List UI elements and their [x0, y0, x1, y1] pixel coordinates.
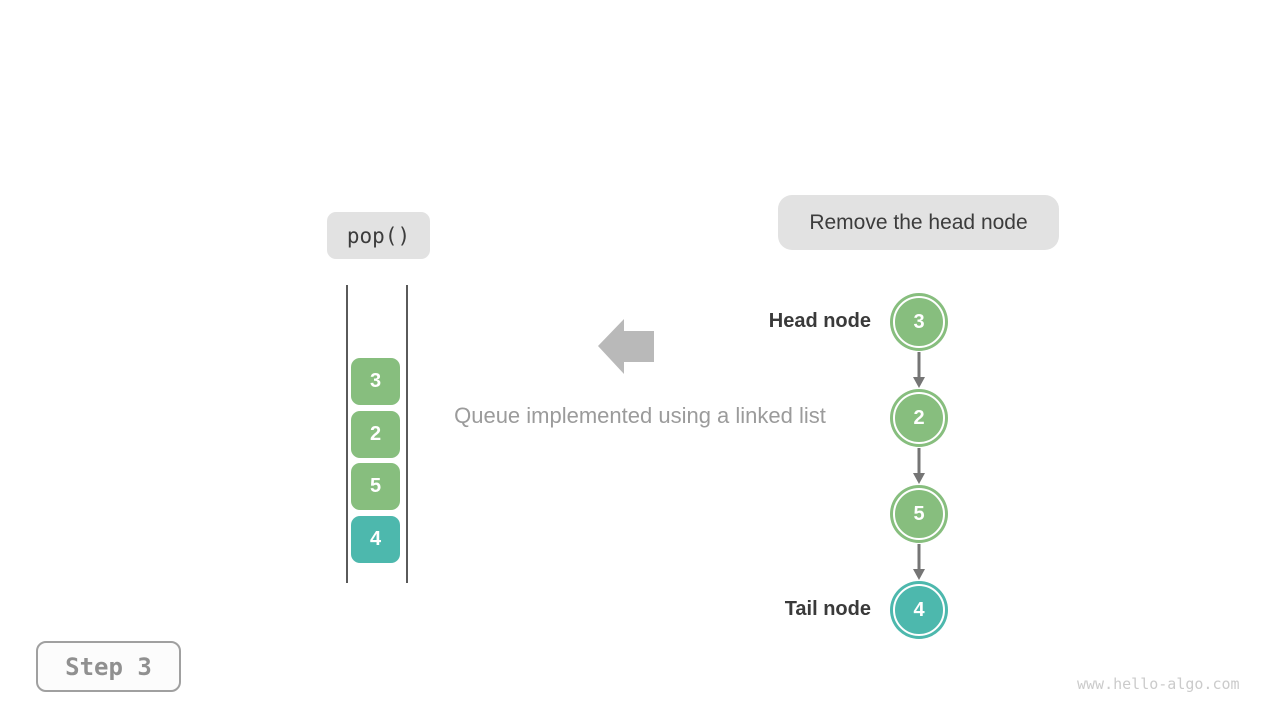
list-node-1: 2: [893, 392, 945, 444]
figure-caption: Queue implemented using a linked list: [454, 403, 826, 428]
queue-rail-left: [346, 285, 348, 583]
arrow-down-icon: [913, 544, 925, 580]
queue-cell-2: 5: [351, 463, 400, 510]
queue-cell-value: 3: [369, 370, 382, 392]
list-node-value: 3: [913, 310, 925, 333]
step-badge-label: Step 3: [65, 652, 152, 681]
tail-node-label: Tail node: [784, 598, 871, 620]
queue-cell-value: 5: [369, 475, 382, 497]
remove-head-annotation-badge: Remove the head node: [778, 195, 1059, 250]
arrow-down-icon: [913, 352, 925, 388]
queue-cell-3: 4: [351, 516, 400, 563]
pop-operation-badge: pop(): [327, 212, 430, 259]
step-badge: Step 3: [36, 641, 181, 692]
queue-rail-right: [406, 285, 408, 583]
left-block-arrow-icon: [598, 319, 654, 374]
watermark: www.hello-algo.com: [1077, 675, 1240, 693]
list-node-3: 4: [893, 584, 945, 636]
queue-cell-1: 2: [351, 411, 400, 458]
queue-cell-value: 4: [369, 528, 382, 550]
list-node-value: 2: [913, 406, 925, 429]
arrow-down-icon: [913, 448, 925, 484]
list-node-value: 4: [913, 598, 925, 621]
list-node-2: 5: [893, 488, 945, 540]
queue-cell-0: 3: [351, 358, 400, 405]
queue-cell-value: 2: [369, 423, 382, 445]
list-node-value: 5: [913, 502, 925, 525]
list-node-0: 3: [893, 296, 945, 348]
remove-head-annotation-label: Remove the head node: [809, 210, 1028, 234]
pop-operation-label: pop(): [346, 223, 411, 248]
head-node-label: Head node: [768, 310, 871, 332]
